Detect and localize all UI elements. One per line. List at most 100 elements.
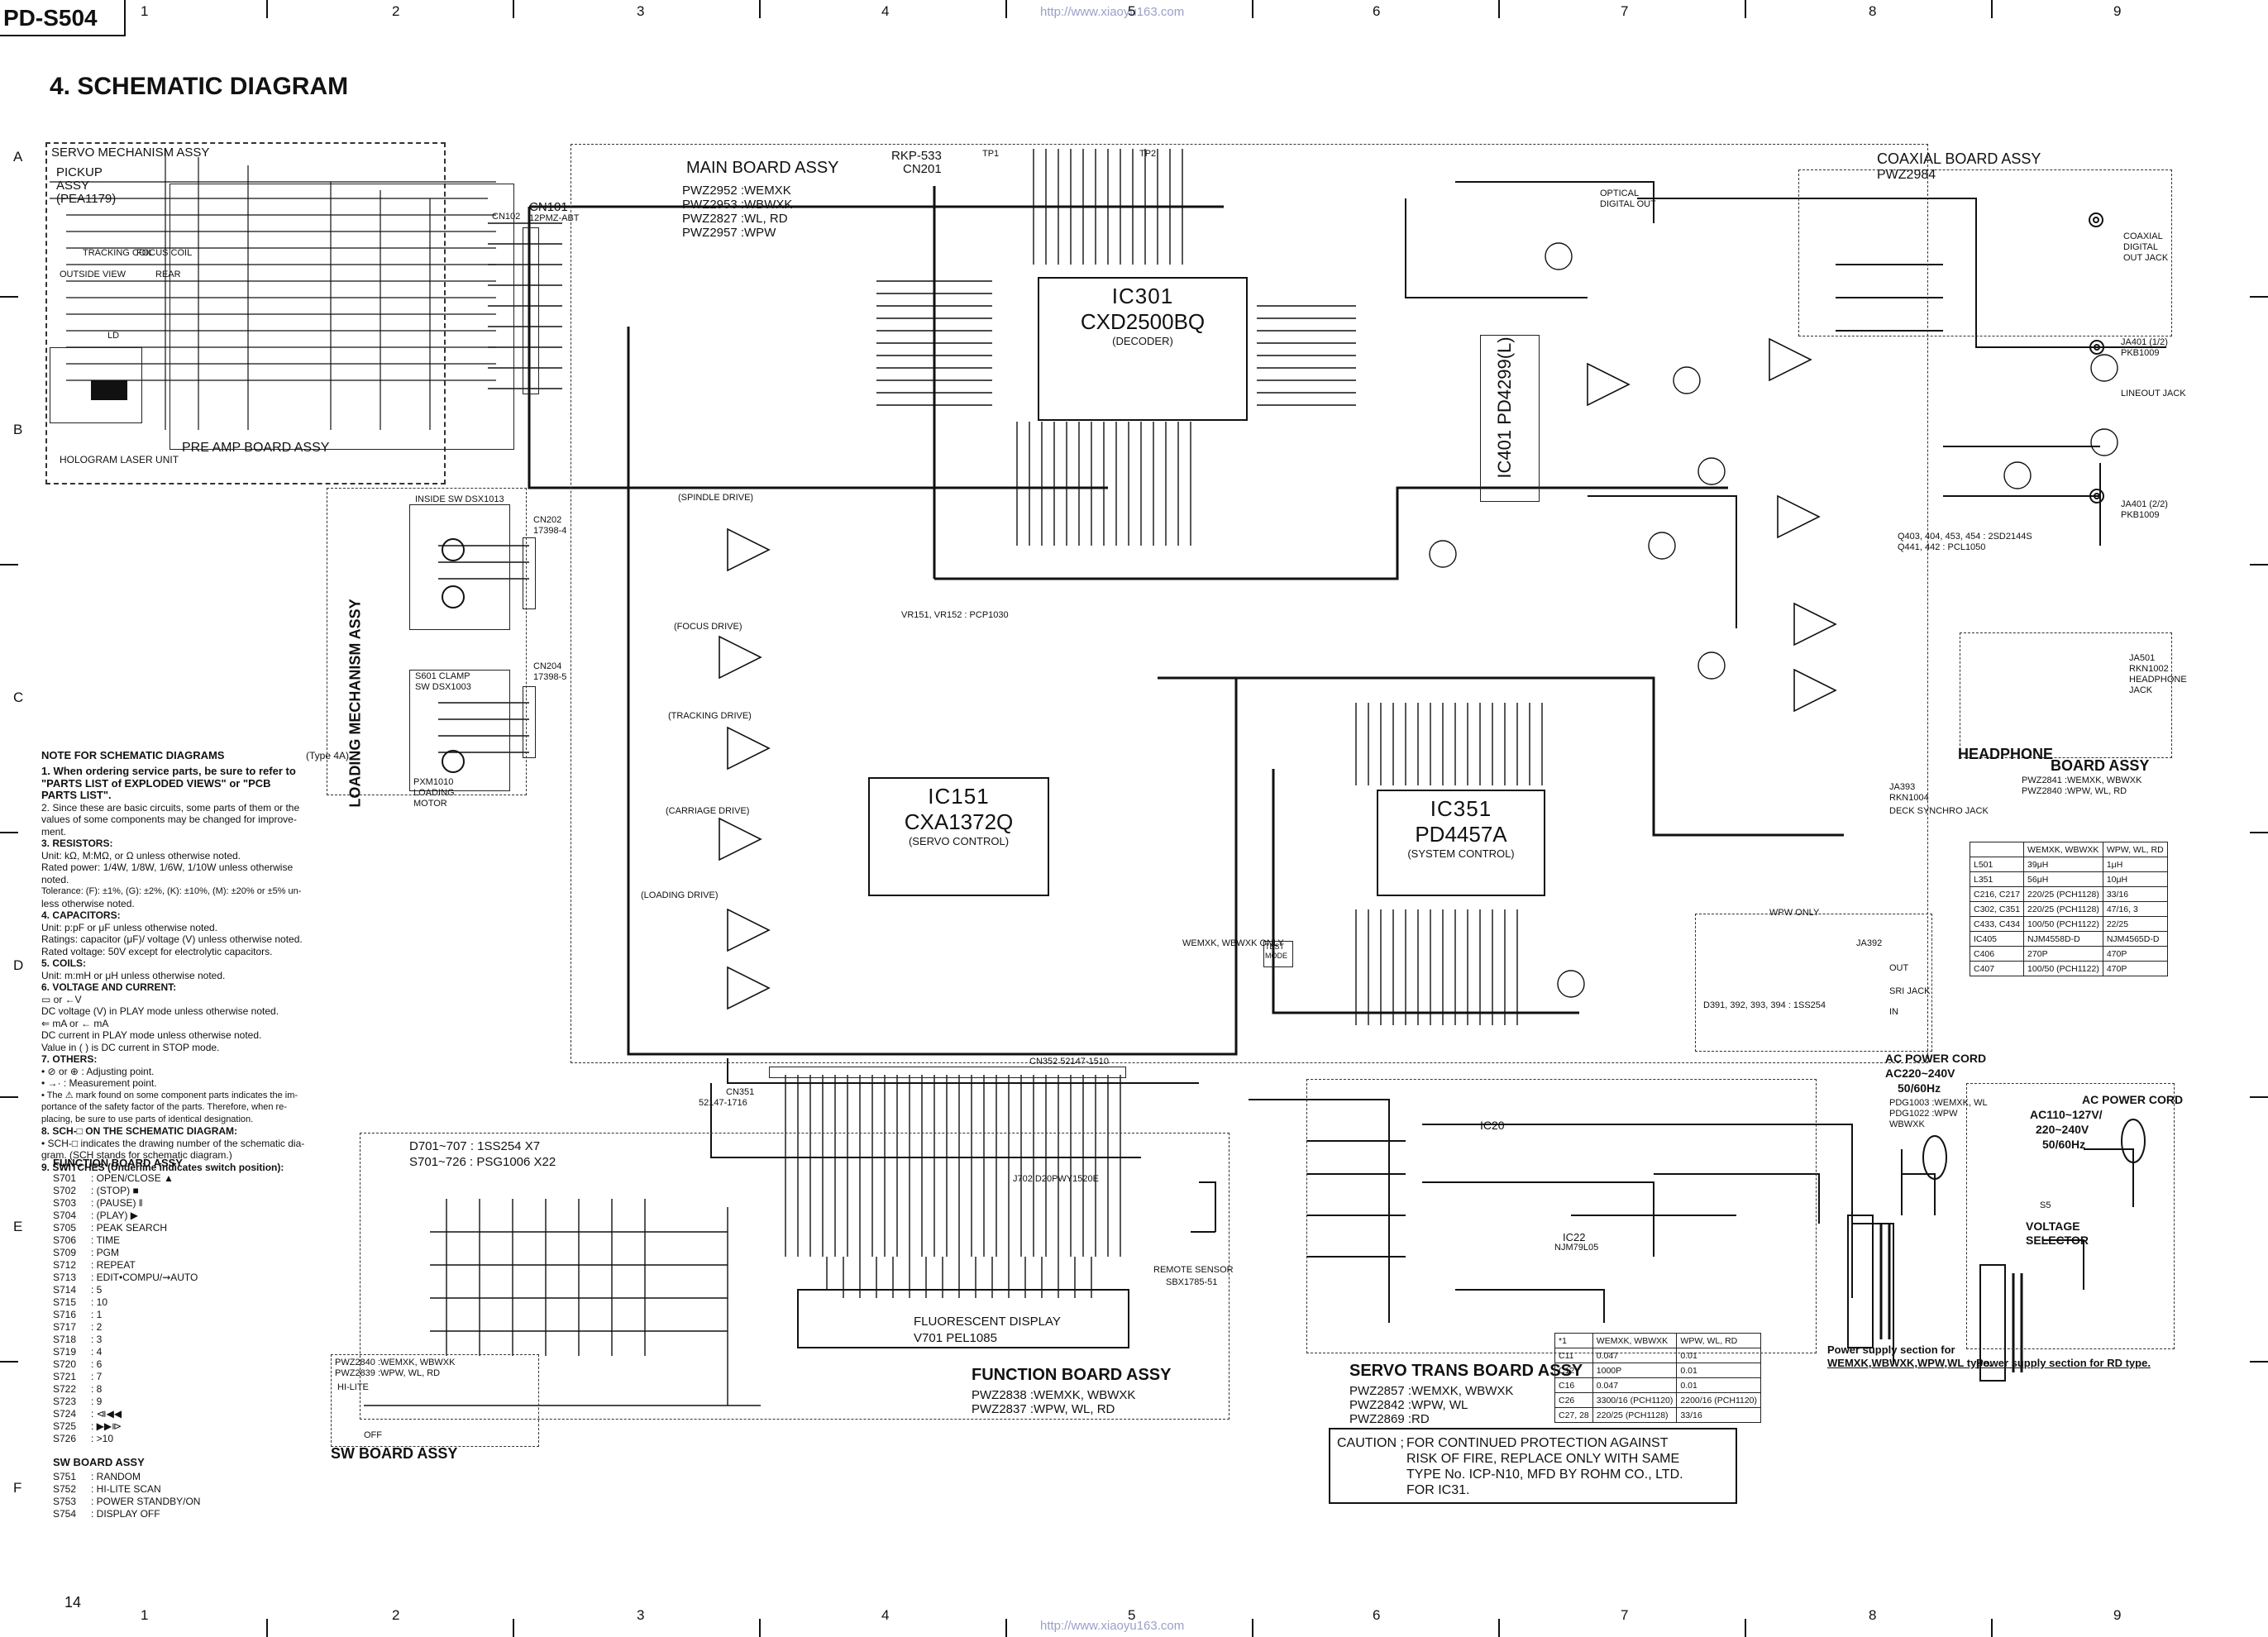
- hologram-label: HOLOGRAM LASER UNIT: [60, 454, 179, 465]
- tick: [2250, 832, 2268, 833]
- note-line: 3. RESISTORS:: [41, 838, 113, 849]
- main-board-variant-3: PWZ2827 :WL, RD: [682, 212, 788, 226]
- cn351-part: 52147-1716: [699, 1098, 747, 1108]
- tick: [1252, 0, 1253, 18]
- tick: [759, 1619, 761, 1637]
- table-header: [1969, 842, 2025, 857]
- spindle-drive-label: (SPINDLE DRIVE): [678, 493, 754, 503]
- tracking-coil: TRACKING COIL: [83, 248, 154, 258]
- grid-row-c: C: [13, 690, 24, 705]
- pickup-assy: [170, 184, 514, 450]
- notes-title: NOTE FOR SCHEMATIC DIAGRAMS: [41, 749, 225, 761]
- ic151-part: CXA1372Q: [904, 809, 1014, 834]
- headphone-jack-id: JA501: [2129, 653, 2156, 663]
- loading-mechanism-title: LOADING MECHANISM ASSY: [346, 599, 364, 808]
- cn204-connector: [523, 686, 536, 758]
- note-line: 1. When ordering service parts, be sure …: [41, 765, 296, 777]
- ic351-role: (SYSTEM CONTROL): [1407, 847, 1515, 860]
- main-board-assy: [571, 144, 1928, 1063]
- grid-row-a: A: [13, 149, 23, 165]
- note-line: Unit: kΩ, M:MΩ, or Ω unless otherwise no…: [41, 849, 241, 861]
- s5-label: S5: [2040, 1200, 2051, 1210]
- note-line: PARTS LIST".: [41, 789, 112, 801]
- cn202-label: CN202: [533, 515, 562, 525]
- grid-col-9-bottom: 9: [2113, 1607, 2122, 1623]
- ja401a-label: JA401 (1/2): [2121, 337, 2168, 347]
- power-note-a: Power supply section for: [1827, 1343, 1955, 1356]
- fluorescent-display-label: FLUORESCENT DISPLAY: [914, 1315, 1061, 1329]
- cn201-label: CN201: [903, 162, 942, 176]
- cn101-connector: [523, 227, 539, 394]
- main-board-variant-4: PWZ2957 :WPW: [682, 226, 776, 240]
- power-note-b: Power supply section for RD type.: [1976, 1357, 2151, 1369]
- grid-col-5-bottom: 5: [1128, 1607, 1136, 1623]
- ac-power-a-part-1: PDG1003 :WEMXK, WL: [1889, 1098, 1988, 1108]
- headphone-title-2: BOARD ASSY: [2051, 757, 2150, 774]
- caution-label: CAUTION ;: [1337, 1436, 1404, 1450]
- ic20-label: IC20: [1480, 1119, 1505, 1132]
- optical-out-label: OPTICAL DIGITAL OUT: [1600, 189, 1656, 209]
- note-line: values of some components may be changed…: [41, 814, 297, 825]
- ld-label: LD: [107, 331, 120, 341]
- coaxial-board-assy: [1798, 169, 2172, 336]
- ic22-part: NJM79L05: [1554, 1243, 1599, 1253]
- cn202-part: 17398-4: [533, 526, 567, 536]
- headphone-jack-label: HEADPHONE JACK: [2129, 675, 2187, 695]
- ic151-name: IC151: [928, 784, 990, 809]
- rd-power-box: [1966, 1083, 2175, 1349]
- ic151-servo-control: IC151 CXA1372Q (SERVO CONTROL): [868, 777, 1049, 896]
- tick: [2250, 1096, 2268, 1098]
- note-line: 2. Since these are basic circuits, some …: [41, 801, 300, 814]
- servo-mechanism-title: SERVO MECHANISM ASSY: [51, 146, 210, 160]
- function-board-assy: [360, 1133, 1229, 1420]
- ac-power-a-part-2: PDG1022 :WPW: [1889, 1109, 1958, 1119]
- ic401-chip: [1480, 335, 1540, 502]
- note-line: 4. CAPACITORS:: [41, 909, 121, 921]
- function-board-part-2: PWZ2837 :WPW, WL, RD: [972, 1402, 1115, 1416]
- function-switch-title: FUNCTION BOARD ASSY: [53, 1157, 183, 1169]
- note-line: noted.: [41, 873, 69, 885]
- display-off-label: OFF: [364, 1430, 382, 1440]
- tick: [0, 564, 18, 566]
- caution-line-4: FOR IC31.: [1406, 1483, 1470, 1497]
- sw-board-title: SW BOARD ASSY: [331, 1445, 458, 1462]
- ac-power-a-title: AC POWER CORD: [1885, 1052, 1987, 1065]
- tick: [1498, 1619, 1500, 1637]
- caution-line-2: RISK OF FIRE, REPLACE ONLY WITH SAME: [1406, 1452, 1680, 1466]
- note-line: portance of the safety factor of the par…: [41, 1102, 287, 1112]
- page-number: 14: [64, 1594, 82, 1611]
- note-line: Rated power: 1/4W, 1/8W, 1/6W, 1/10W unl…: [41, 861, 294, 873]
- tick: [1991, 0, 1993, 18]
- note-line: ▭ or ←V: [41, 993, 82, 1005]
- grid-col-8: 8: [1869, 3, 1877, 19]
- wpw-only-label: WPW ONLY: [1769, 908, 1820, 918]
- grid-col-6: 6: [1373, 3, 1381, 19]
- ic301-decoder: IC301 CXD2500BQ (DECODER): [1038, 277, 1248, 421]
- note-line: 8. SCH-□ ON THE SCHEMATIC DIAGRAM:: [41, 1125, 238, 1137]
- caution-box: CAUTION ; FOR CONTINUED PROTECTION AGAIN…: [1329, 1428, 1737, 1504]
- ic301-role: (DECODER): [1112, 335, 1173, 347]
- ic351-part: PD4457A: [1415, 822, 1507, 847]
- test-mode-label: TEST MODE: [1265, 943, 1287, 960]
- tick: [0, 296, 18, 298]
- grid-row-f: F: [13, 1480, 22, 1496]
- grid-col-2-bottom: 2: [392, 1607, 400, 1623]
- focus-coil: FOCUS COIL: [136, 248, 193, 258]
- cn202-connector: [523, 537, 536, 609]
- grid-col-6-bottom: 6: [1373, 1607, 1381, 1623]
- cn204-part: 17398-5: [533, 672, 567, 682]
- headphone-part-2: PWZ2840 :WPW, WL, RD: [2022, 786, 2127, 796]
- table-header: WPW, WL, RD: [1676, 1333, 1762, 1348]
- tick: [1991, 1619, 1993, 1637]
- cn352-label: CN352 52147-1510: [1029, 1057, 1110, 1067]
- ja401b-label: JA401 (2/2): [2121, 499, 2168, 509]
- header-vrule: [124, 0, 126, 36]
- note-line: Unit: m:mH or μH unless otherwise noted.: [41, 969, 226, 981]
- tick: [513, 0, 514, 18]
- preamp-label: PRE AMP BOARD ASSY: [182, 441, 330, 455]
